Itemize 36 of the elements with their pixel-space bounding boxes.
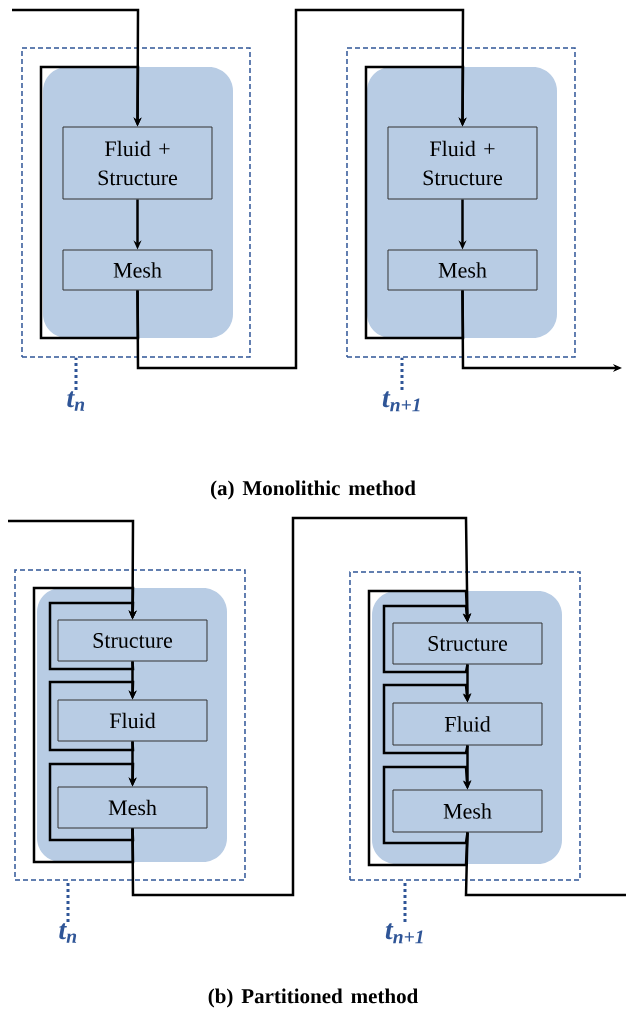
time-label: t$_{n}$	[67, 391, 85, 411]
dashed-frame	[21, 47, 251, 358]
panel-caption: (b) Partitioned method	[208, 988, 419, 1008]
dashed-frame	[346, 47, 576, 358]
panel-caption: (a) Monolithic method	[210, 480, 416, 500]
process-box: Fluid + Structure	[387, 126, 538, 200]
arrow	[131, 516, 472, 897]
arrow	[48, 680, 137, 752]
leader-line	[403, 880, 407, 922]
time-label: t$_{n+1}$	[382, 391, 420, 412]
process-box: Mesh	[57, 786, 208, 829]
leader-line	[66, 880, 70, 922]
leader-line	[74, 357, 78, 390]
arrow	[382, 604, 471, 674]
arrow	[32, 586, 137, 864]
arrow	[48, 762, 137, 842]
process-box: Fluid + Structure	[62, 126, 213, 200]
time-label: t$_{n}$	[59, 923, 77, 943]
process-box: Fluid	[57, 699, 208, 742]
process-box: Structure	[57, 619, 208, 662]
dashed-frame	[14, 569, 246, 881]
dashed-frame	[349, 571, 581, 881]
process-box: Mesh	[392, 789, 543, 833]
arrow	[364, 65, 467, 340]
process-box: Mesh	[387, 249, 538, 291]
process-box: Structure	[392, 622, 543, 665]
process-box: Fluid	[392, 702, 543, 746]
arrow	[136, 8, 467, 370]
leader-line	[400, 357, 404, 390]
process-box: Mesh	[62, 249, 213, 291]
arrow	[382, 765, 471, 845]
time-label: t$_{n+1}$	[385, 923, 423, 944]
arrow	[367, 589, 472, 867]
arrow	[382, 683, 471, 755]
arrow	[39, 65, 142, 340]
arrow	[48, 601, 137, 671]
